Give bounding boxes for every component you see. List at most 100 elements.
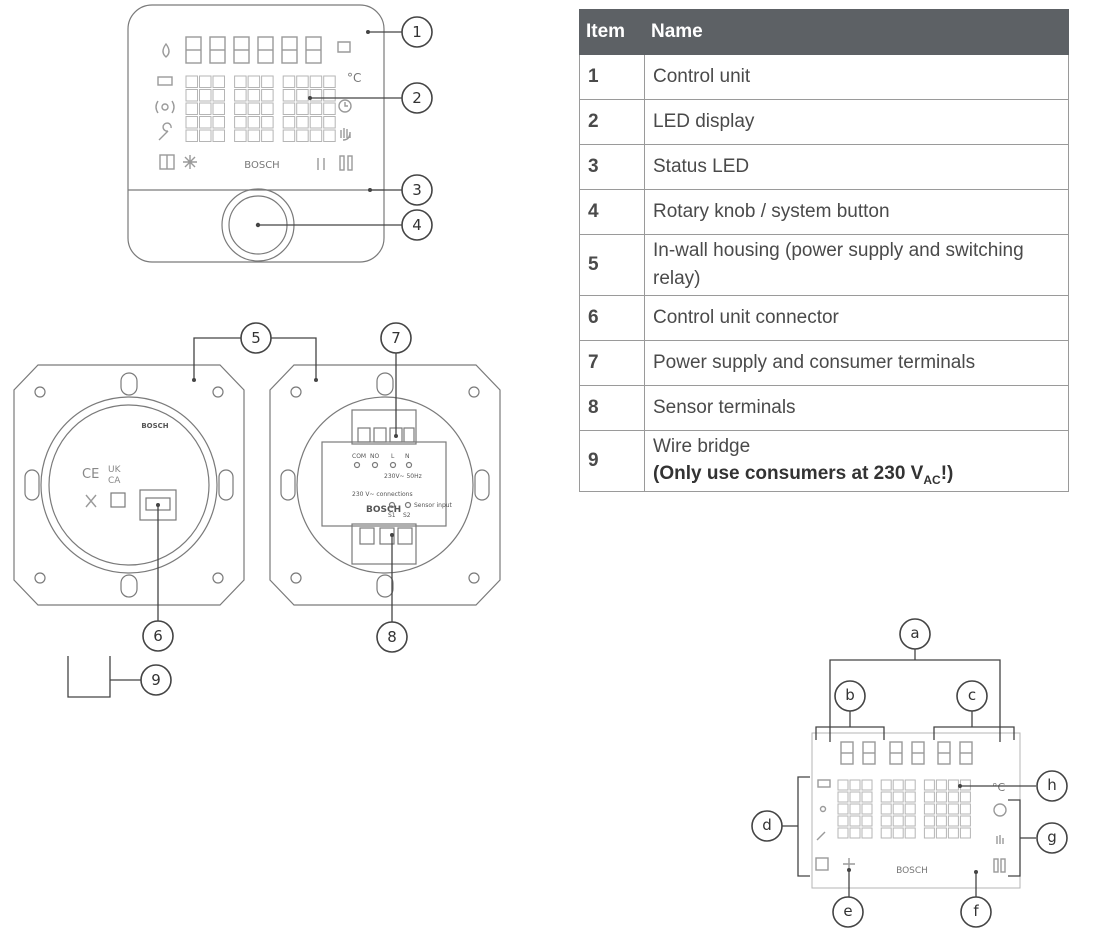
lcd-cell (212, 102, 225, 115)
detail-unit-label: °C (992, 781, 1006, 794)
lcd-cell (323, 89, 336, 102)
lcd-cell (861, 827, 873, 839)
lcd-cell (935, 791, 947, 803)
lcd-cell (935, 779, 947, 791)
lcd-cell (947, 803, 959, 815)
detail-hand-icon (996, 835, 1004, 844)
clock-icon (338, 99, 352, 113)
lcd-cell (959, 791, 971, 803)
lcd-cell (282, 75, 296, 88)
callout-1: 1 (401, 16, 433, 48)
callout-a: a (899, 618, 931, 650)
frost-icon (183, 155, 197, 169)
detail-dot-matrix (837, 779, 971, 839)
lcd-cell (199, 89, 212, 102)
svg-text:7: 7 (391, 329, 401, 347)
lcd-cell (923, 779, 935, 791)
svg-text:a: a (910, 624, 919, 642)
lcd-cell (837, 803, 849, 815)
detail-clock-icon (993, 803, 1007, 817)
wire-bridge-warning: (Only use consumers at 230 VAC!) (653, 463, 954, 487)
lcd-cell (234, 116, 247, 129)
table-row: 9 Wire bridge (Only use consumers at 230… (579, 430, 1069, 492)
eco-icon (337, 41, 351, 53)
sensor-s2: S2 (403, 512, 411, 519)
callout-b: b (834, 680, 866, 712)
lcd-cell (837, 791, 849, 803)
lcd-cell (959, 779, 971, 791)
heating-icon (317, 158, 325, 170)
in-wall-housing-front: COM NO L N 230V~ 50Hz 230 V~ connections… (269, 364, 501, 606)
lcd-cell (212, 75, 225, 88)
callout-3: 3 (401, 174, 433, 206)
lcd-cell (323, 129, 336, 142)
lcd-cell (923, 815, 935, 827)
lcd-cell (880, 803, 892, 815)
lcd-cell (247, 102, 261, 115)
detail-wrench-icon (816, 831, 826, 841)
lcd-cell (296, 129, 309, 142)
lcd-cell (261, 89, 274, 102)
lcd-cell (904, 803, 916, 815)
lcd-cell (296, 116, 309, 129)
lcd-cell (947, 791, 959, 803)
lcd-cell (904, 815, 916, 827)
lcd-cell (247, 129, 261, 142)
humidity-icon (162, 42, 170, 58)
power-terminals (351, 409, 417, 445)
lcd-cell (849, 815, 861, 827)
svg-text:3: 3 (412, 181, 422, 199)
callout-8: 8 (376, 621, 408, 653)
lcd-cell (849, 779, 861, 791)
lcd-cell (282, 89, 296, 102)
detail-pause-icon (993, 858, 1006, 873)
lcd-cell (199, 116, 212, 129)
lcd-cell (185, 129, 198, 142)
svg-text:1: 1 (412, 23, 422, 41)
lcd-cell (247, 116, 261, 129)
svg-text:9: 9 (151, 671, 161, 689)
svg-text:g: g (1047, 828, 1057, 846)
ce-mark: CE (82, 467, 99, 482)
seven-segment-digits (185, 36, 322, 64)
lcd-cell (923, 791, 935, 803)
lcd-cell (261, 102, 274, 115)
svg-text:f: f (973, 902, 979, 920)
terminal-no: NO (370, 453, 379, 460)
pause-icon (339, 155, 353, 171)
svg-text:e: e (843, 902, 852, 920)
battery-icon (157, 76, 173, 86)
lcd-cell (261, 75, 274, 88)
lcd-cell (947, 779, 959, 791)
wrench-icon (158, 122, 172, 141)
svg-text:b: b (845, 686, 855, 704)
lcd-cell (323, 102, 336, 115)
table-header-row: Item Name (579, 9, 1069, 55)
lcd-cell (309, 129, 323, 142)
lcd-cell (234, 89, 247, 102)
detail-battery-icon (817, 779, 831, 788)
lcd-cell (935, 827, 947, 839)
lcd-cell (904, 791, 916, 803)
lcd-cell (212, 89, 225, 102)
lcd-cell (880, 815, 892, 827)
callout-g: g (1036, 822, 1068, 854)
lcd-cell (199, 75, 212, 88)
lcd-cell (323, 75, 336, 88)
svg-text:6: 6 (153, 627, 163, 645)
callout-4: 4 (401, 209, 433, 241)
lcd-cell (309, 75, 323, 88)
lcd-cell (282, 102, 296, 115)
lcd-cell (261, 116, 274, 129)
detail-wireless-icon (819, 805, 827, 813)
lcd-cell (309, 116, 323, 129)
lcd-cell (849, 791, 861, 803)
lcd-cell (892, 791, 904, 803)
lcd-cell (212, 116, 225, 129)
lcd-cell (880, 791, 892, 803)
